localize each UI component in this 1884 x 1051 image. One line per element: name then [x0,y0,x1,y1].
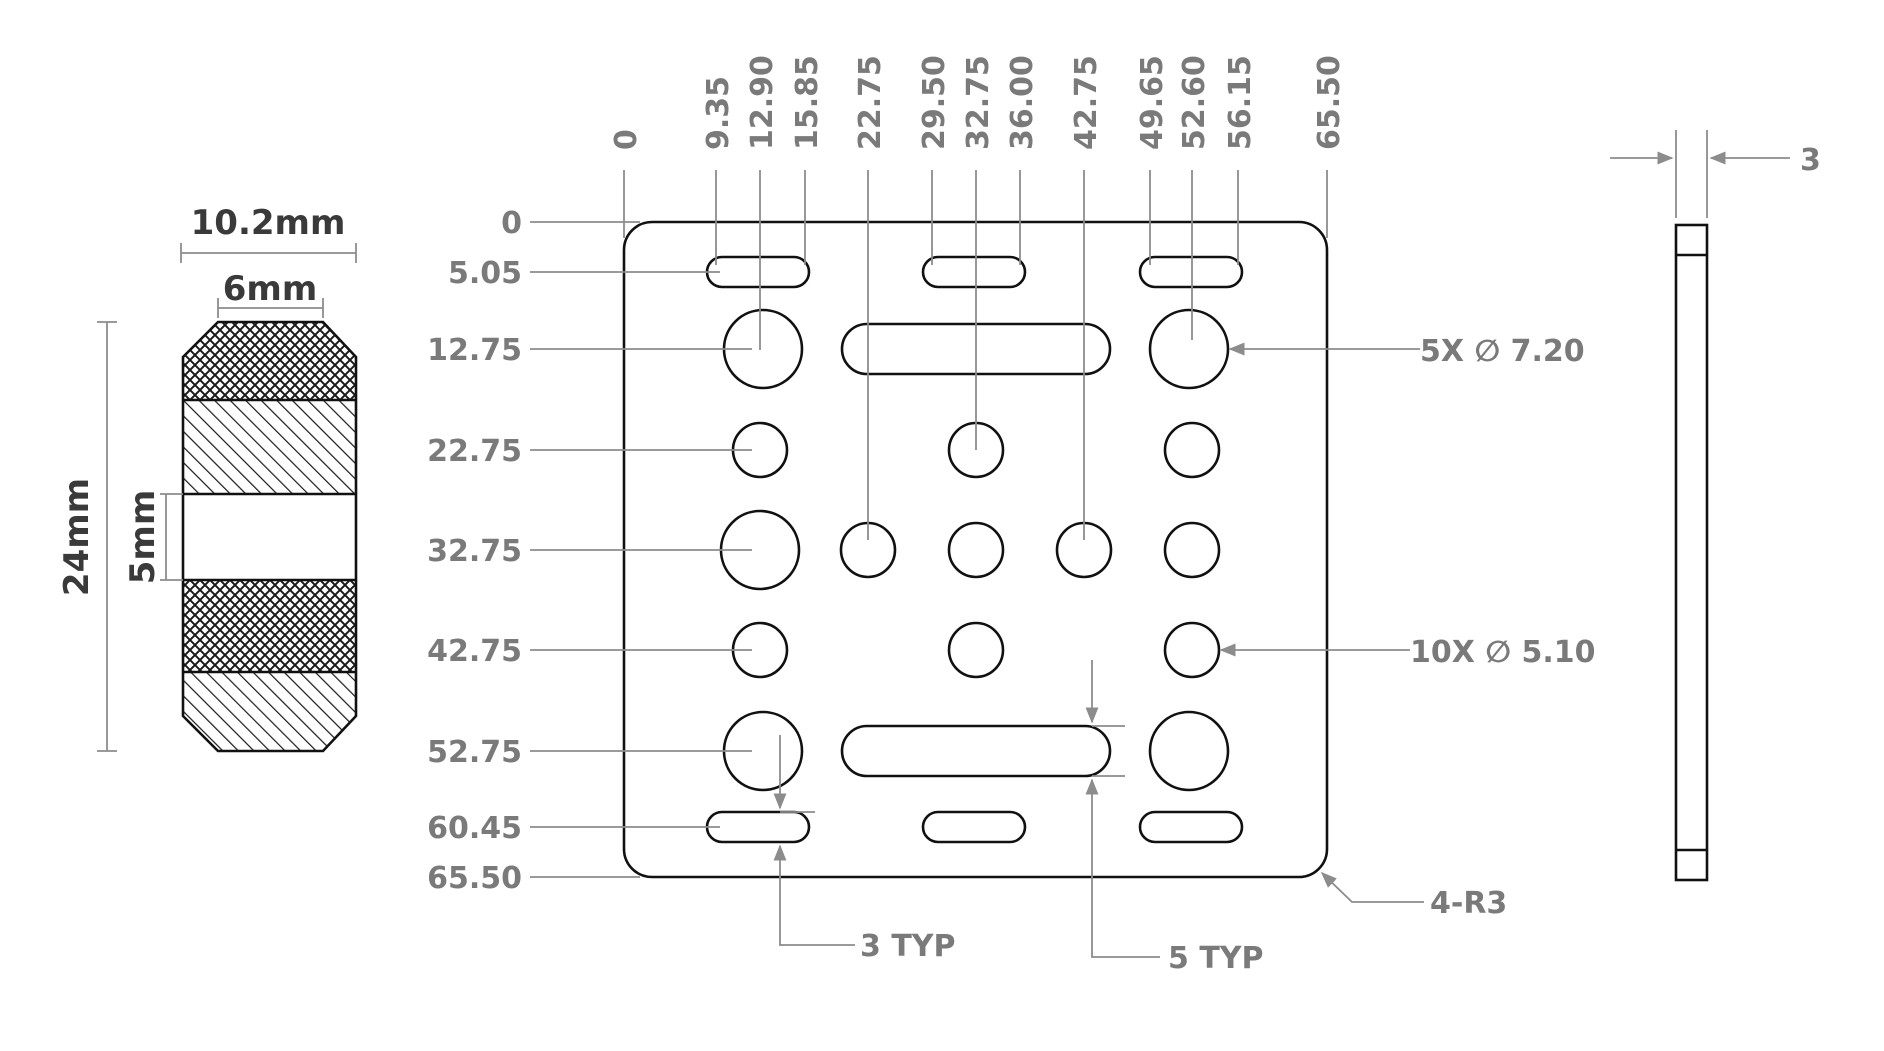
wheel-hub-hatch-bottom [183,672,356,751]
svg-text:22.75: 22.75 [427,434,522,469]
callout-slot-width-small: 3 TYP [773,735,956,964]
plate-front-view [622,220,1329,879]
slot-top-center [921,255,1027,289]
svg-text:22.75: 22.75 [853,55,888,150]
svg-text:29.50: 29.50 [917,55,952,150]
y-dim-65.50: 65.50 [427,861,640,896]
y-dim-22.75: 22.75 [427,434,752,469]
x-dim-0: 0 [609,129,644,238]
y-dim-32.75: 32.75 [427,534,752,569]
x-dim-12.90: 12.90 [745,55,780,350]
svg-text:12.90: 12.90 [745,55,780,150]
callout-corner-radius: 4-R3 [1320,871,1507,921]
svg-text:65.50: 65.50 [427,861,522,896]
wheel-height-dimension: 24mm [57,321,117,752]
hole-small [1163,621,1221,679]
slot-long-lower [840,724,1112,778]
wheel-knurl-top [183,322,356,400]
wheel-section-view: 10.2mm 6mm 24mm 5mm [57,203,358,753]
callout-corner-radius-label: 4-R3 [1430,886,1507,921]
side-view-outline [1674,223,1709,882]
wheel-flat-width-dimension: 6mm [217,269,324,318]
svg-text:52.75: 52.75 [427,735,522,770]
thickness-dimension: 3 [1610,130,1821,218]
svg-text:60.45: 60.45 [427,811,522,846]
thickness-label: 3 [1800,143,1821,178]
svg-text:0: 0 [609,129,644,150]
wheel-flat-width-label: 6mm [223,269,318,309]
wheel-outer-width-label: 10.2mm [191,203,346,243]
wheel-bore [183,494,356,580]
x-dim-49.65: 49.65 [1135,55,1170,265]
callout-slot-width-large: 5 TYP [1085,660,1264,976]
x-dim-22.75: 22.75 [853,55,888,540]
wheel-outline [181,320,358,753]
hole-small [947,521,1005,579]
y-dim-60.45: 60.45 [427,811,720,846]
callout-large-holes-label: 5X ∅ 7.20 [1420,334,1585,369]
svg-text:36.00: 36.00 [1005,55,1040,150]
slot-bottom-left [705,810,811,844]
svg-text:56.15: 56.15 [1223,55,1258,150]
x-dim-29.50: 29.50 [917,55,952,265]
wheel-knurl-bottom [183,580,356,672]
wheel-height-label: 24mm [57,478,97,596]
svg-text:5.05: 5.05 [448,256,522,291]
x-dim-52.60: 52.60 [1177,55,1212,340]
svg-text:32.75: 32.75 [427,534,522,569]
x-dim-56.15: 56.15 [1223,55,1258,265]
plate-side-view: 3 [1610,130,1821,882]
x-dim-15.85: 15.85 [790,55,825,265]
wheel-outer-width-dimension: 10.2mm [180,203,357,263]
y-dim-12.75: 12.75 [427,333,752,368]
x-dim-9.35: 9.35 [701,76,736,265]
callout-slot-width-small-label: 3 TYP [860,929,956,964]
svg-text:49.65: 49.65 [1135,55,1170,150]
callout-large-holes: 5X ∅ 7.20 [1228,334,1585,369]
hole-small [1163,421,1221,479]
callout-slot-width-large-label: 5 TYP [1168,941,1264,976]
hole-small [947,621,1005,679]
x-dim-42.75: 42.75 [1069,55,1104,540]
svg-text:32.75: 32.75 [961,55,996,150]
callout-small-holes-label: 10X ∅ 5.10 [1410,635,1595,670]
svg-text:0: 0 [501,206,522,241]
x-ordinate-dimensions: 0 9.35 12.90 15.85 22.75 29.50 32.75 36.… [609,55,1347,540]
wheel-bore-dimension: 5mm [123,490,183,585]
slot-bottom-right [1138,810,1244,844]
svg-text:9.35: 9.35 [701,76,736,150]
svg-text:15.85: 15.85 [790,55,825,150]
hole-small [1163,521,1221,579]
x-dim-32.75: 32.75 [961,55,996,450]
y-dim-5.05: 5.05 [448,256,720,291]
x-dim-65.50: 65.50 [1312,55,1347,238]
y-ordinate-dimensions: 0 5.05 12.75 22.75 32.75 42.75 52.75 60.… [427,206,752,896]
x-dim-36.00: 36.00 [1005,55,1040,265]
slot-top-left [705,255,811,289]
slot-bottom-center [921,810,1027,844]
wheel-hub-hatch-top [183,400,356,494]
svg-text:42.75: 42.75 [427,634,522,669]
slot-top-right [1138,255,1244,289]
callout-small-holes: 10X ∅ 5.10 [1219,635,1595,670]
svg-text:52.60: 52.60 [1177,55,1212,150]
svg-text:42.75: 42.75 [1069,55,1104,150]
wheel-bore-label: 5mm [123,490,163,585]
y-dim-52.75: 52.75 [427,735,752,770]
svg-text:12.75: 12.75 [427,333,522,368]
hole-large [1148,710,1230,792]
hole-large [1148,308,1230,390]
y-dim-42.75: 42.75 [427,634,752,669]
y-dim-0: 0 [501,206,640,241]
svg-text:65.50: 65.50 [1312,55,1347,150]
